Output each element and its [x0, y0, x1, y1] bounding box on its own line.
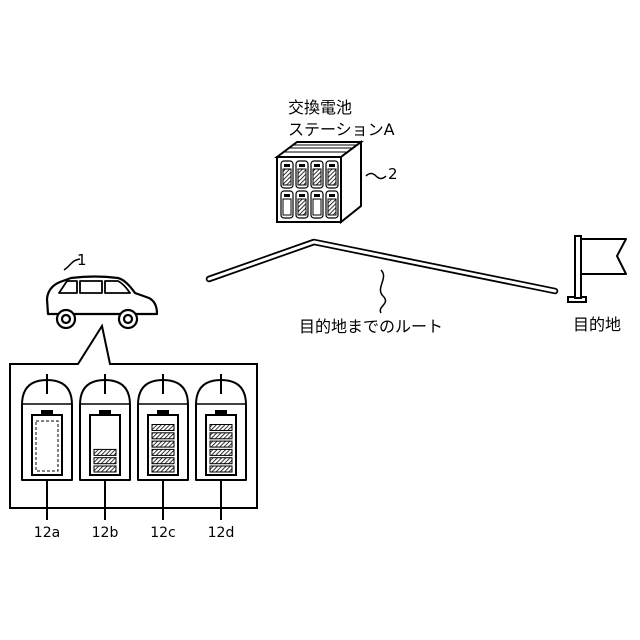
car-icon	[47, 277, 157, 329]
vehicle-group: 1	[47, 251, 157, 328]
battery-label: 12c	[150, 525, 176, 541]
station-title-line1: 交換電池	[288, 98, 352, 117]
battery-label: 12b	[92, 525, 119, 541]
battery-slot-12b: 12b	[80, 374, 130, 541]
destination-group: 目的地	[568, 236, 626, 334]
battery-charge-bar	[152, 449, 174, 455]
battery-charge-bar	[152, 425, 174, 431]
battery-charge-bar	[210, 466, 232, 472]
station-cell	[311, 191, 323, 218]
station-icon	[277, 142, 361, 222]
battery-label: 12d	[208, 525, 235, 541]
station-cell	[281, 161, 293, 188]
battery-charge-bar	[152, 441, 174, 447]
battery-slot-12c: 12c	[138, 374, 188, 541]
route-group: 目的地までのルート	[209, 242, 555, 336]
battery-charge-bar	[210, 441, 232, 447]
route-leader	[380, 270, 385, 313]
flag-icon	[568, 236, 626, 302]
station-group: 交換電池 ステーションA 2	[277, 98, 398, 222]
battery-charge-bar	[152, 458, 174, 464]
station-cell	[311, 161, 323, 188]
route-label: 目的地までのルート	[299, 317, 443, 336]
battery-charge-bar	[94, 449, 116, 455]
station-ref-number: 2	[388, 165, 398, 183]
battery-charge-bar	[152, 433, 174, 439]
battery-charge-bar	[210, 458, 232, 464]
battery-slot-12a: 12a	[22, 374, 72, 541]
vehicle-ref-number: 1	[77, 251, 87, 269]
battery-label: 12a	[34, 525, 60, 541]
station-cell	[281, 191, 293, 218]
battery-charge-bar	[152, 466, 174, 472]
station-title-line2: ステーションA	[288, 120, 395, 139]
battery-charge-bar	[210, 425, 232, 431]
station-cell	[296, 191, 308, 218]
battery-charge-bar	[210, 449, 232, 455]
battery-charge-bar	[94, 458, 116, 464]
station-cell	[296, 161, 308, 188]
battery-panel: 12a 12b 12c 12d	[10, 326, 257, 541]
battery-charge-bar	[94, 466, 116, 472]
battery-slot-12d: 12d	[196, 374, 246, 541]
destination-label: 目的地	[573, 315, 621, 334]
battery-charge-bar	[210, 433, 232, 439]
station-ref-leader	[366, 174, 386, 179]
station-cell	[326, 191, 338, 218]
station-cell	[326, 161, 338, 188]
